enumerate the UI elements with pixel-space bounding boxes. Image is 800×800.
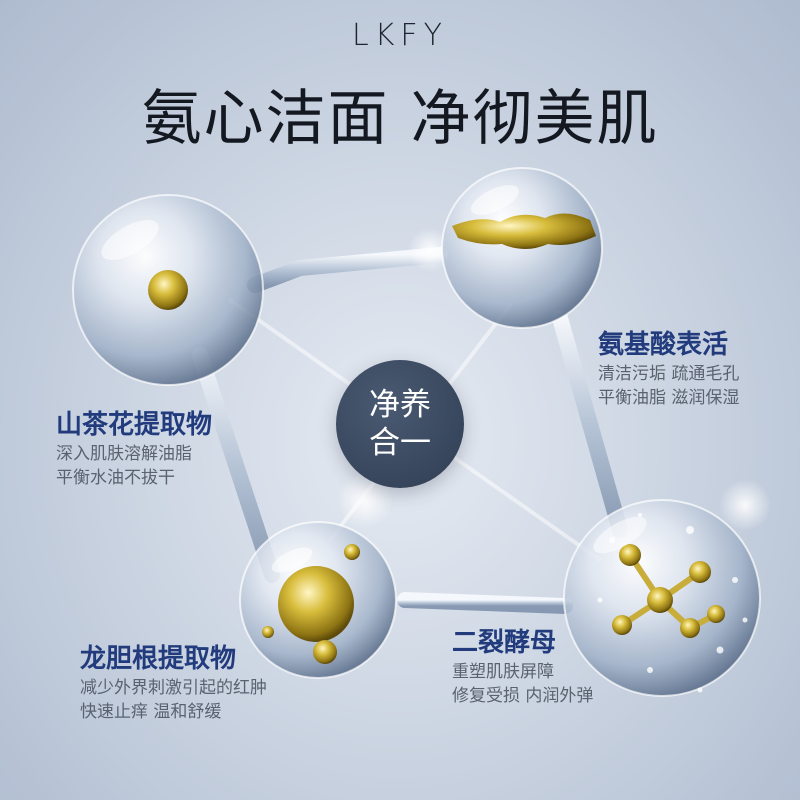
yeast-ingredient-block: 二裂酵母 重塑肌肤屏障 修复受损 内润外弹 <box>452 626 593 708</box>
center-badge-line1: 净养 <box>369 387 431 423</box>
camellia-ingredient-block: 山茶花提取物 深入肌肤溶解油脂 平衡水油不拔干 <box>56 408 212 490</box>
amino-ingredient-title: 氨基酸表活 <box>598 330 729 360</box>
gold-chain-icon <box>452 213 596 249</box>
brand-logo: LKFY <box>352 18 448 53</box>
gentian-sphere <box>239 521 397 679</box>
camellia-ingredient-desc-1: 深入肌肤溶解油脂 <box>56 444 192 464</box>
light-flare <box>337 472 393 528</box>
gentian-ingredient-block: 龙胆根提取物 减少外界刺激引起的红肿 快速止痒 温和舒缓 <box>80 642 267 724</box>
amino-ingredient-desc-2: 平衡油脂 滋润保湿 <box>598 388 740 408</box>
amino-ingredient-desc-1: 清洁污垢 疏通毛孔 <box>598 364 740 384</box>
light-flare <box>719 479 771 531</box>
camellia-ingredient-title: 山茶花提取物 <box>56 410 213 440</box>
page-title: 氨心洁面 净彻美肌 <box>141 84 659 154</box>
center-badge: 净养 合一 <box>336 360 464 488</box>
amino-sphere <box>441 167 603 329</box>
camellia-sphere <box>72 194 264 386</box>
gold-droplet-icon <box>148 270 188 310</box>
yeast-ingredient-desc-2: 修复受损 内润外弹 <box>452 686 594 706</box>
gentian-ingredient-desc-2: 快速止痒 温和舒缓 <box>80 702 222 722</box>
amino-ingredient-block: 氨基酸表活 清洁污垢 疏通毛孔 平衡油脂 滋润保湿 <box>598 328 739 410</box>
gold-capsule-icon <box>278 566 354 642</box>
yeast-ingredient-desc-1: 重塑肌肤屏障 <box>452 662 554 682</box>
yeast-ingredient-title: 二裂酵母 <box>452 628 557 658</box>
gentian-ingredient-desc-1: 减少外界刺激引起的红肿 <box>80 678 267 698</box>
center-badge-line2: 合一 <box>369 425 431 461</box>
gentian-ingredient-title: 龙胆根提取物 <box>80 644 237 674</box>
yeast-sphere <box>563 499 761 697</box>
light-flare <box>408 228 452 272</box>
camellia-ingredient-desc-2: 平衡水油不拔干 <box>56 468 175 488</box>
